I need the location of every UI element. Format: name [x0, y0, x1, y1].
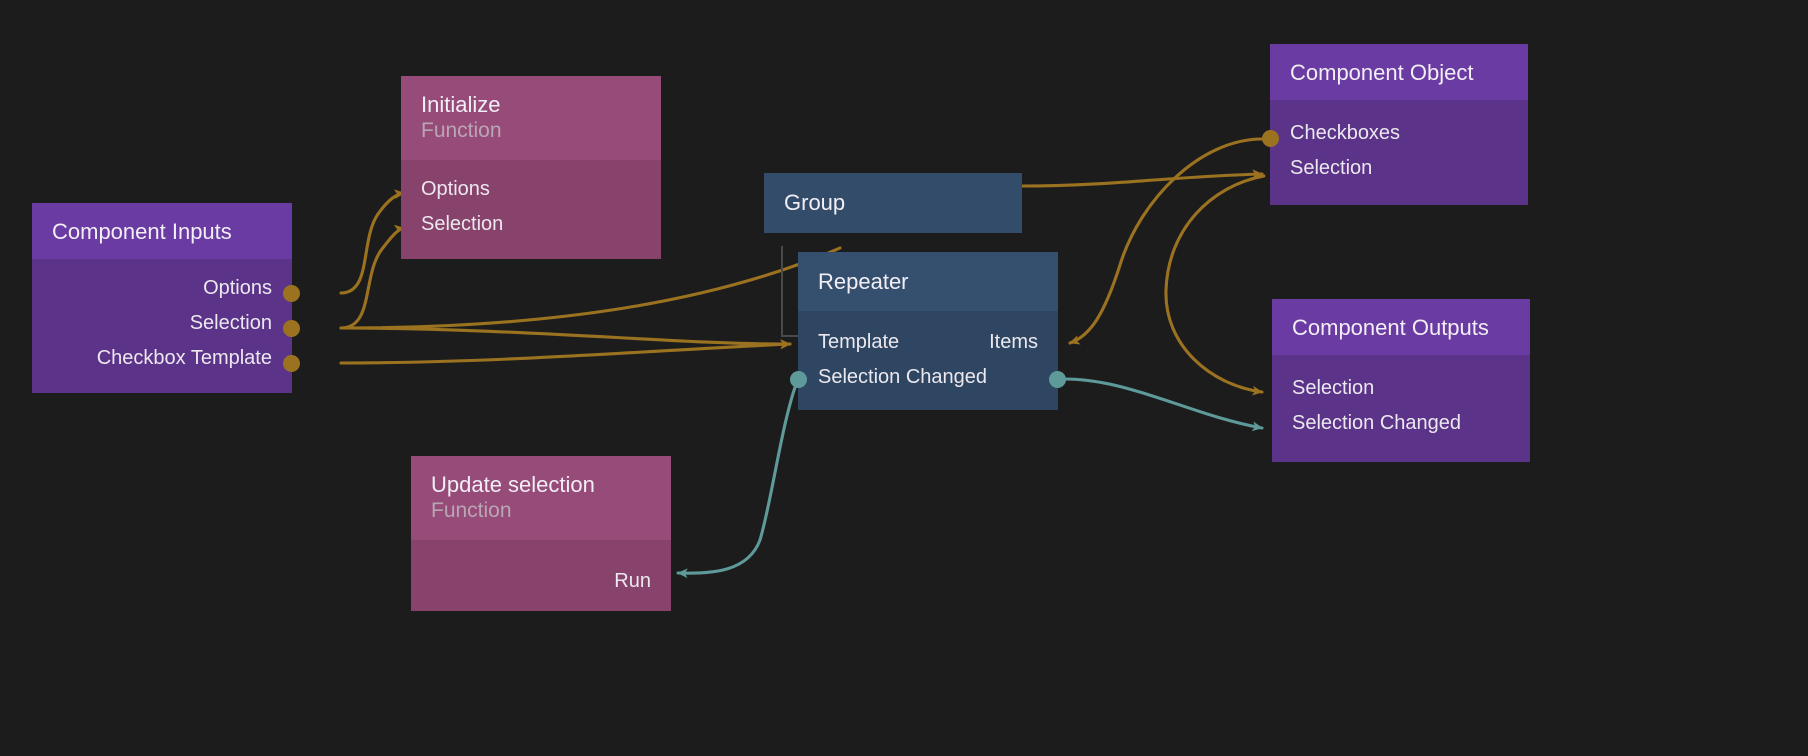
node-body: Selection Selection Changed: [1272, 354, 1530, 462]
port-label: Run: [614, 570, 651, 593]
port-label: Selection Changed: [1292, 412, 1462, 435]
edge-repeater-selection-changed-to-update-run: [676, 377, 800, 579]
node-body: Options Selection: [401, 159, 661, 259]
node-header: Initialize Function: [401, 76, 661, 160]
node-header: Update selection Function: [411, 456, 671, 540]
port-row-selection[interactable]: Selection: [32, 306, 292, 341]
port-dot-checkbox-template[interactable]: [283, 355, 300, 372]
port-label-items: Items: [989, 331, 1038, 354]
node-header: Group: [764, 173, 1022, 233]
node-body: Template Items Selection Changed: [798, 310, 1058, 410]
edge-inputs-selection-to-repeater-template: [339, 326, 792, 349]
node-component-outputs[interactable]: Component Outputs Selection Selection Ch…: [1272, 299, 1530, 462]
node-title: Group: [784, 190, 846, 215]
node-header: Component Inputs: [32, 203, 292, 259]
edge-repeater-items-to-component-object-checkboxes: [1068, 137, 1264, 345]
edge-inputs-selection-to-group: [339, 246, 842, 330]
node-group[interactable]: Group: [764, 173, 1022, 233]
port-dot-selection-changed-out[interactable]: [1049, 371, 1066, 388]
node-title: Initialize: [421, 92, 501, 117]
node-header: Component Outputs: [1272, 299, 1530, 355]
port-row-template-items[interactable]: Template Items: [798, 325, 1058, 360]
node-title: Component Object: [1290, 60, 1474, 85]
node-initialize[interactable]: Initialize Function Options Selection: [401, 76, 661, 259]
edge-repeater-selection-changed-to-outputs: [1063, 377, 1264, 432]
node-body: Run: [411, 539, 671, 611]
port-row-options[interactable]: Options: [32, 271, 292, 306]
edge-inputs-selection-to-initialize-selection: [339, 224, 406, 330]
port-label: Options: [421, 178, 490, 201]
port-row-options[interactable]: Options: [401, 172, 661, 207]
node-subtitle: Function: [421, 118, 502, 142]
port-label: Selection: [1290, 157, 1373, 180]
port-dot-selection[interactable]: [283, 320, 300, 337]
edge-inputs-checkbox-template-to-repeater-template: [339, 339, 792, 365]
port-label-template: Template: [818, 331, 900, 354]
node-title: Component Outputs: [1292, 315, 1489, 340]
port-label: Options: [203, 277, 272, 300]
port-row-selection-changed[interactable]: Selection Changed: [1272, 406, 1530, 441]
node-component-object[interactable]: Component Object Checkboxes Selection: [1262, 44, 1528, 205]
edge-inputs-options-to-initialize-options: [339, 189, 406, 295]
port-label: Selection: [1292, 377, 1375, 400]
node-header: Repeater: [798, 252, 1058, 311]
port-row-checkbox-template[interactable]: Checkbox Template: [32, 341, 292, 376]
edge-component-object-selection-to-outputs-selection: [1164, 174, 1266, 396]
node-component-inputs[interactable]: Component Inputs Options Selection Check…: [32, 203, 300, 393]
port-row-checkboxes[interactable]: Checkboxes: [1270, 116, 1528, 151]
port-row-selection[interactable]: Selection: [401, 207, 661, 242]
port-dot-options[interactable]: [283, 285, 300, 302]
node-update-selection[interactable]: Update selection Function Run: [411, 456, 671, 611]
port-row-selection-changed[interactable]: Selection Changed: [798, 360, 1058, 395]
node-title: Repeater: [818, 269, 909, 294]
node-body: Options Selection Checkbox Template: [32, 258, 292, 393]
port-label: Selection: [189, 312, 272, 335]
node-subtitle: Function: [431, 498, 512, 522]
group-child-bracket: [781, 246, 799, 337]
port-row-selection[interactable]: Selection: [1272, 371, 1530, 406]
port-dot-checkboxes[interactable]: [1262, 130, 1279, 147]
port-dot-selection-changed-in[interactable]: [790, 371, 807, 388]
node-repeater[interactable]: Repeater Template Items Selection Change…: [790, 252, 1066, 410]
node-title: Component Inputs: [52, 219, 232, 244]
port-label: Selection: [421, 213, 504, 236]
node-title: Update selection: [431, 472, 595, 497]
node-body: Checkboxes Selection: [1270, 99, 1528, 205]
port-row-run[interactable]: Run: [411, 564, 671, 599]
edge-group-to-component-object-selection: [1020, 169, 1264, 188]
port-label: Selection Changed: [818, 366, 988, 389]
port-label: Checkboxes: [1290, 122, 1401, 145]
node-header: Component Object: [1270, 44, 1528, 100]
port-row-selection[interactable]: Selection: [1270, 151, 1528, 186]
port-label: Checkbox Template: [96, 347, 272, 370]
